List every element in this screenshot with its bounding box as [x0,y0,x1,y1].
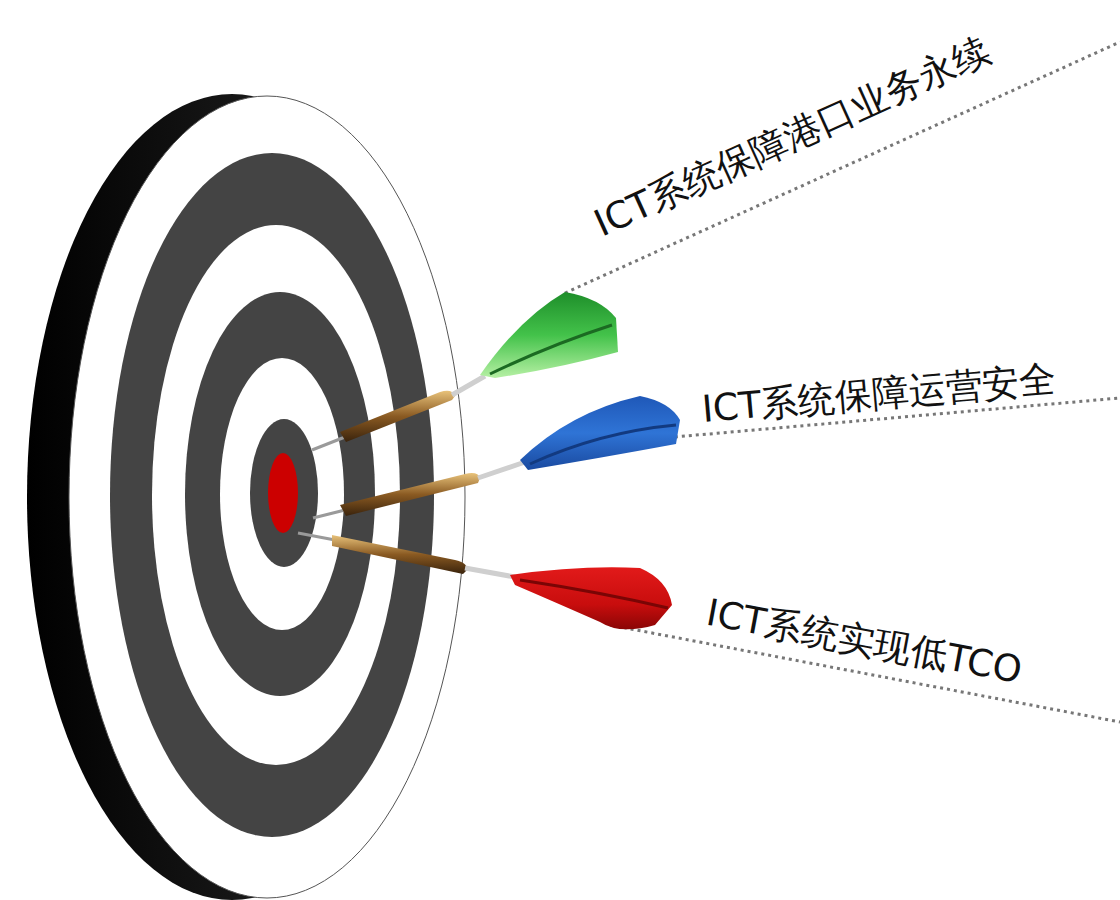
callout-label: ICT系统实现低TCO [703,591,1025,693]
board-ring [220,358,344,630]
board-ring [185,292,375,696]
bullseye [268,453,298,533]
board-ring [250,419,318,567]
dart [298,533,672,629]
leader-line [565,42,1120,293]
dart [313,396,680,518]
board-ring [152,225,400,765]
callout-label: ICT系统保障港口业务永续 [588,29,997,246]
callout-label: ICT系统保障运营安全 [700,357,1058,432]
